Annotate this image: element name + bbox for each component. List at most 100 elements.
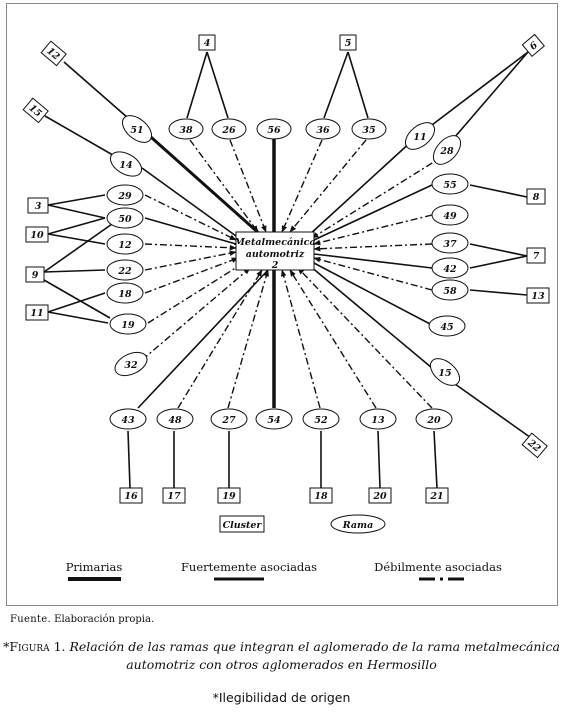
edge-sq9-19 xyxy=(43,279,111,319)
edge-sq22-15 xyxy=(454,383,535,441)
svg-text:36: 36 xyxy=(316,125,330,136)
svg-text:42: 42 xyxy=(443,264,457,275)
node-58: 58 xyxy=(431,279,469,301)
cluster-12: 12 xyxy=(40,40,67,67)
caption-figure: Figura 1. xyxy=(9,639,66,654)
center-line2: automotriz xyxy=(246,249,305,260)
svg-text:4: 4 xyxy=(204,38,211,49)
cluster-11: 11 xyxy=(25,304,49,321)
svg-text:28: 28 xyxy=(439,146,454,157)
legend-cluster: Cluster xyxy=(219,515,265,533)
edge-sq5-36 xyxy=(323,51,349,119)
svg-text:8: 8 xyxy=(533,192,540,203)
edge-12-center xyxy=(144,243,237,251)
edge-49-center xyxy=(313,214,433,246)
line-legend: Primarias Fuertemente asociadas Débilmen… xyxy=(66,560,502,581)
svg-text:3: 3 xyxy=(35,201,42,212)
svg-text:19: 19 xyxy=(222,491,236,502)
edge-22-center xyxy=(144,250,237,271)
svg-text:56: 56 xyxy=(267,125,281,136)
svg-text:12: 12 xyxy=(118,240,132,251)
svg-text:54: 54 xyxy=(267,415,280,426)
svg-text:22: 22 xyxy=(117,266,132,277)
svg-text:50: 50 xyxy=(118,214,132,225)
edge-sq21-20 xyxy=(433,430,438,489)
svg-text:11: 11 xyxy=(413,132,426,143)
edge-sq9-22 xyxy=(43,269,106,273)
node-54: 54 xyxy=(255,408,293,430)
source-note: Fuente. Elaboración propia. xyxy=(10,614,154,625)
node-37: 37 xyxy=(431,232,469,254)
node-19: 19 xyxy=(109,313,147,335)
node-42: 42 xyxy=(431,257,469,279)
svg-text:7: 7 xyxy=(533,251,540,262)
svg-text:48: 48 xyxy=(168,415,182,426)
svg-text:14: 14 xyxy=(119,160,132,171)
edge-26-center xyxy=(229,139,267,233)
legend-debilmente: Débilmente asociadas xyxy=(374,560,502,574)
figure-frame xyxy=(6,3,558,606)
svg-text:16: 16 xyxy=(124,491,138,502)
svg-text:43: 43 xyxy=(121,415,135,426)
node-35: 35 xyxy=(351,118,387,140)
edge-18-center xyxy=(144,257,239,294)
cluster-3: 3 xyxy=(27,197,49,214)
center-node: Metalmecánica automotriz 2 xyxy=(233,231,316,271)
edge-20-center xyxy=(297,267,433,409)
svg-text:5: 5 xyxy=(345,38,352,49)
svg-text:9: 9 xyxy=(32,270,39,281)
node-14: 14 xyxy=(109,151,143,177)
svg-text:20: 20 xyxy=(372,491,387,502)
cluster-6: 6 xyxy=(521,33,545,57)
cluster-18: 18 xyxy=(309,487,333,504)
edge-sq16-43 xyxy=(127,430,131,489)
svg-text:17: 17 xyxy=(167,491,181,502)
node-15: 15 xyxy=(429,358,461,386)
edge-37-center xyxy=(313,243,433,252)
edge-28-center xyxy=(311,154,446,239)
svg-text:27: 27 xyxy=(221,415,236,426)
svg-text:55: 55 xyxy=(443,180,457,191)
edge-55-center xyxy=(313,184,433,241)
svg-text:38: 38 xyxy=(179,125,193,136)
node-11: 11 xyxy=(404,122,436,150)
edge-27-center xyxy=(227,269,269,409)
figure-caption: *Figura 1. Relación de las ramas que int… xyxy=(0,638,563,674)
edge-15-center xyxy=(309,265,433,369)
svg-text:15: 15 xyxy=(438,368,452,379)
svg-text:18: 18 xyxy=(118,289,132,300)
caption-text: Relación de las ramas que integran el ag… xyxy=(69,639,560,672)
node-22: 22 xyxy=(106,259,144,281)
edge-sq5-35 xyxy=(347,51,369,119)
node-45: 45 xyxy=(428,315,466,337)
node-20: 20 xyxy=(415,408,453,430)
cluster-15: 15 xyxy=(22,97,49,124)
edge-sq6-11 xyxy=(427,51,529,129)
svg-text:26: 26 xyxy=(221,125,236,136)
svg-text:Cluster: Cluster xyxy=(223,520,263,531)
node-50: 50 xyxy=(106,207,144,229)
svg-text:13: 13 xyxy=(531,291,545,302)
edge-42-center xyxy=(313,253,433,269)
edge-sq3-29 xyxy=(47,194,106,206)
edge-52-center xyxy=(280,269,321,409)
svg-text:58: 58 xyxy=(443,286,457,297)
caption-marker: * xyxy=(3,639,10,654)
cluster-4: 4 xyxy=(198,34,216,51)
node-38: 38 xyxy=(168,118,204,140)
svg-text:11: 11 xyxy=(30,308,43,319)
cluster-13: 13 xyxy=(526,287,550,304)
legend-rama: Rama xyxy=(330,514,386,534)
edge-35-center xyxy=(289,139,367,233)
cluster-16: 16 xyxy=(119,487,143,504)
edge-sq15-14 xyxy=(44,115,119,159)
node-56: 56 xyxy=(256,118,292,140)
edge-11-center xyxy=(307,139,414,237)
edge-sq4-26 xyxy=(206,51,229,119)
svg-text:Rama: Rama xyxy=(342,520,373,531)
node-28: 28 xyxy=(432,135,462,165)
edge-sq6-28 xyxy=(453,51,529,139)
node-26: 26 xyxy=(211,118,247,140)
edge-sq20-13 xyxy=(377,430,381,489)
cluster-5: 5 xyxy=(339,34,357,51)
